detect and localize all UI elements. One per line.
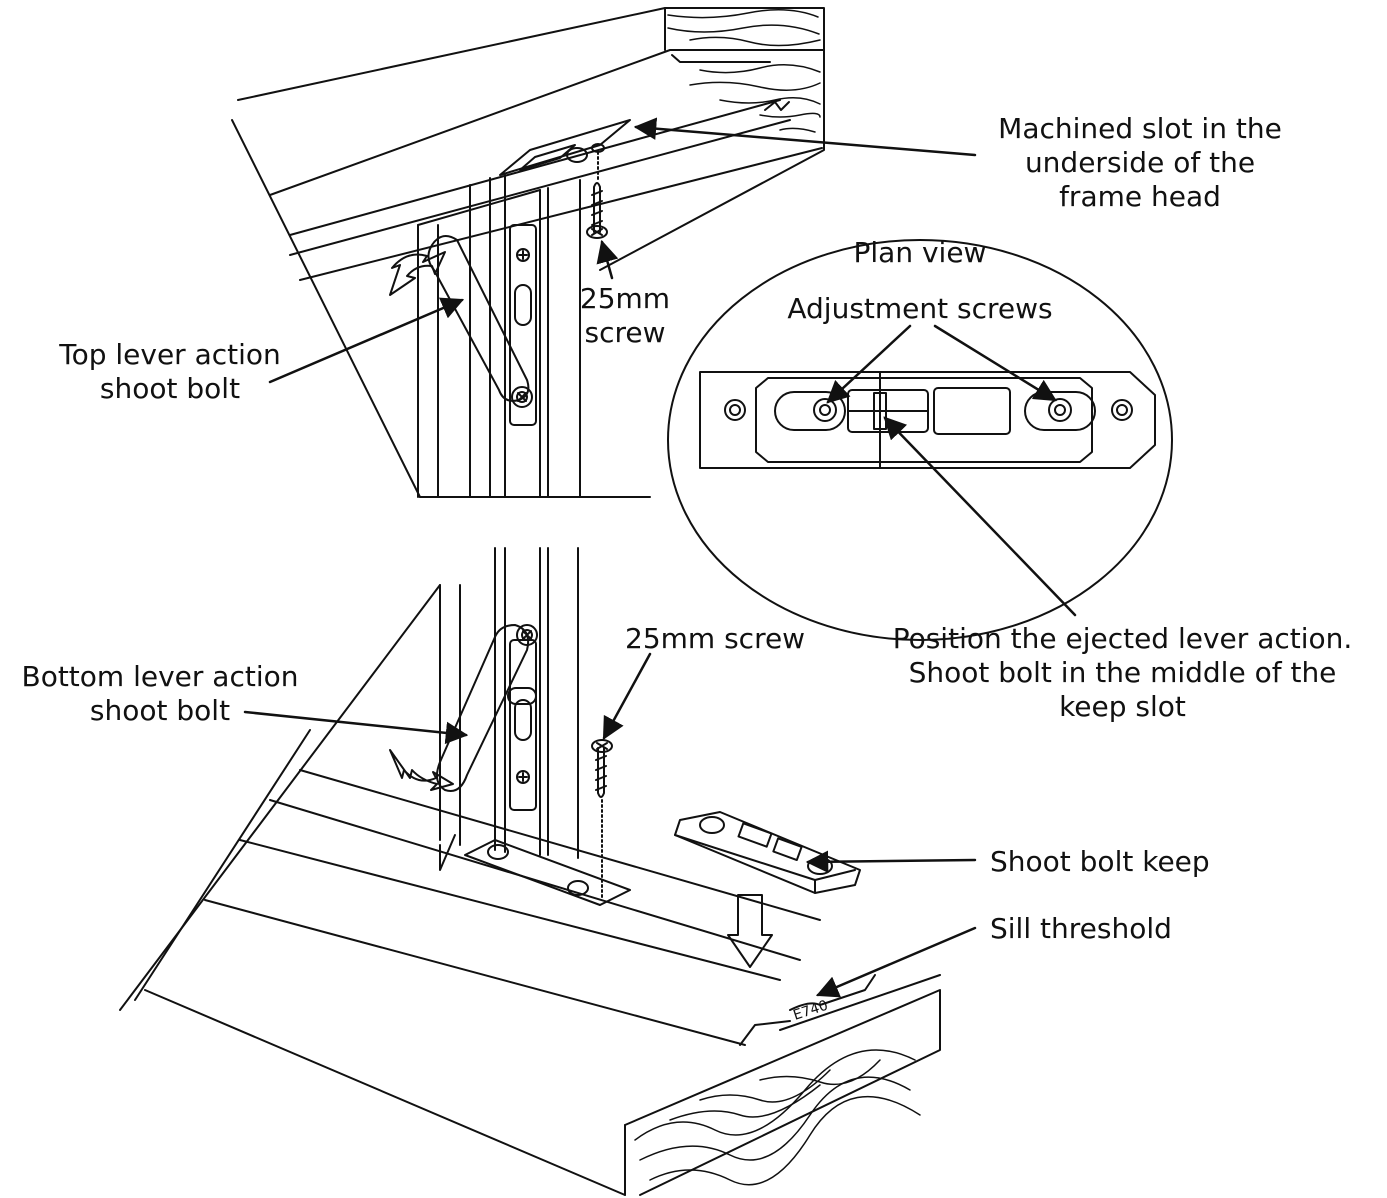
label-position-note: Position the ejected lever action. Shoot… <box>892 622 1353 723</box>
sill-wood-grain <box>634 1049 921 1186</box>
bottom-lever-handle <box>435 624 538 792</box>
top-lever-handle <box>427 235 533 408</box>
sill-threshold-body: E740 <box>119 584 941 1196</box>
label-sill-threshold: Sill threshold <box>990 912 1172 945</box>
head-wood-grain <box>667 9 821 133</box>
bottom-rotate-arrow-icon <box>389 749 454 791</box>
label-bottom-screw: 25mm screw <box>625 622 806 655</box>
label-top-lever: Top lever action shoot bolt <box>59 338 281 405</box>
shoot-bolt-keep-part <box>674 811 861 894</box>
label-bottom-lever: Bottom lever action shoot bolt <box>21 660 299 727</box>
label-plan-view: Plan view <box>853 236 987 269</box>
label-shoot-bolt-keep: Shoot bolt keep <box>990 845 1210 878</box>
plan-view-oval <box>667 239 1173 641</box>
label-machined-slot: Machined slot in the underside of the fr… <box>998 112 1282 213</box>
bottom-screw-icon <box>591 739 613 901</box>
top-sash-stile <box>417 174 581 498</box>
bottom-sash-stile <box>439 547 579 871</box>
frame-head <box>231 7 825 498</box>
top-rotate-arrow-icon <box>389 251 446 296</box>
leader-lines <box>243 117 1077 998</box>
plan-keep-plate <box>699 371 1156 469</box>
label-top-screw: 25mm screw <box>579 282 671 349</box>
label-adjustment-screws: Adjustment screws <box>787 292 1053 325</box>
keep-drop-arrow-icon <box>727 894 773 968</box>
top-screw-icon <box>586 143 608 239</box>
